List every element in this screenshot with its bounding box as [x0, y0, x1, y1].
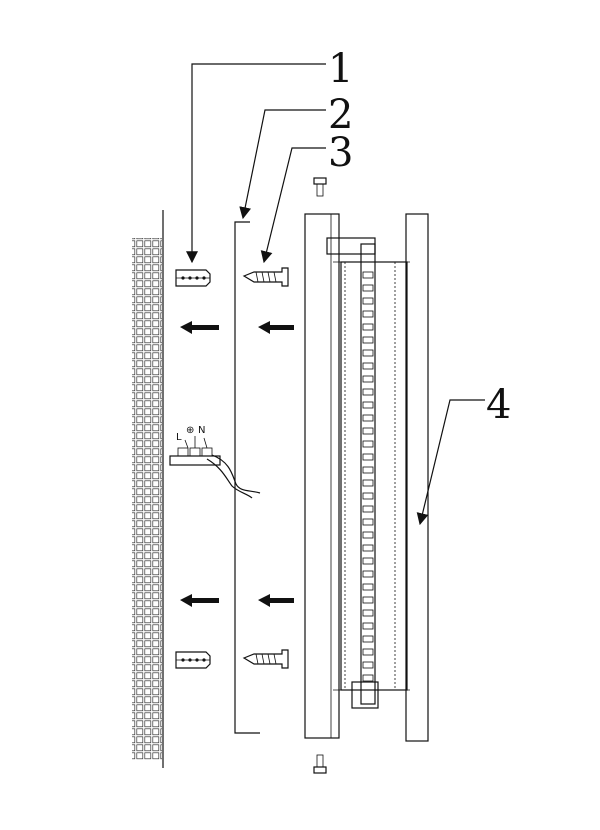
led-chip — [362, 336, 374, 344]
led-chip — [362, 349, 374, 357]
wiring-neutral-label: N — [198, 425, 205, 436]
direction-arrow-icon — [180, 321, 294, 607]
led-chip — [362, 479, 374, 487]
wiring-live-label: L — [176, 432, 182, 443]
led-chip — [362, 531, 374, 539]
led-chip — [362, 271, 374, 279]
callout-2: 2 — [328, 92, 353, 138]
led-chip — [362, 440, 374, 448]
led-chip — [362, 505, 374, 513]
led-chip — [362, 583, 374, 591]
screw-bottom — [242, 649, 289, 669]
led-chip — [362, 310, 374, 318]
wall — [132, 210, 164, 768]
callout-1: 1 — [328, 46, 353, 92]
earth-icon: ⊕ — [186, 425, 194, 436]
led-chip — [362, 453, 374, 461]
led-chip — [362, 609, 374, 617]
led-strip-housing — [333, 243, 410, 705]
led-chip — [362, 492, 374, 500]
led-chip — [362, 375, 374, 383]
led-chip — [362, 544, 374, 552]
led-chip — [362, 284, 374, 292]
led-chip — [362, 648, 374, 656]
led-chip — [362, 427, 374, 435]
mounting-bracket — [234, 221, 260, 734]
led-chip — [362, 661, 374, 669]
terminal-block — [169, 436, 261, 499]
led-chip — [362, 388, 374, 396]
led-chip — [362, 362, 374, 370]
rear-panel — [405, 213, 429, 742]
callout-4: 4 — [486, 382, 511, 428]
wall-plug-top — [175, 269, 211, 287]
luminaire-rail — [304, 213, 379, 739]
leader-lines — [186, 63, 485, 526]
callout-3: 3 — [328, 130, 353, 176]
led-chip — [362, 622, 374, 630]
led-chip — [362, 401, 374, 409]
wall-plug-bottom — [175, 651, 211, 669]
led-chips — [362, 271, 374, 682]
led-chip — [362, 323, 374, 331]
led-chip — [362, 674, 374, 682]
end-screw-bottom — [313, 754, 327, 774]
screw-top — [242, 267, 289, 287]
led-chip — [362, 635, 374, 643]
led-chip — [362, 557, 374, 565]
led-chip — [362, 414, 374, 422]
led-chip — [362, 518, 374, 526]
led-chip — [362, 596, 374, 604]
led-chip — [362, 297, 374, 305]
led-chip — [362, 570, 374, 578]
end-screw-top — [313, 177, 327, 197]
led-chip — [362, 466, 374, 474]
